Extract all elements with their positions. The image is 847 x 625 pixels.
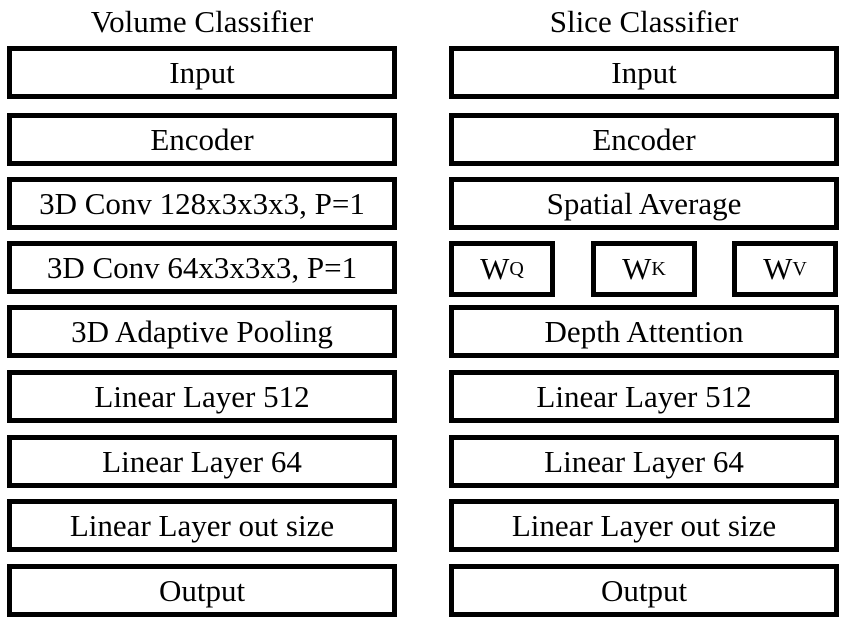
volume-linear-512-box: Linear Layer 512 [7, 370, 397, 423]
key-weight-symbol: W [622, 251, 652, 286]
volume-input-box: Input [7, 46, 397, 99]
volume-adaptive-pooling-box: 3D Adaptive Pooling [7, 305, 397, 358]
slice-encoder-box: Encoder [449, 113, 839, 166]
slice-depth-attention-box: Depth Attention [449, 305, 839, 358]
slice-spatial-average-box: Spatial Average [449, 177, 839, 230]
volume-classifier-title: Volume Classifier [90, 4, 314, 39]
query-weight-symbol: W [480, 251, 510, 286]
slice-linear-512-box: Linear Layer 512 [449, 370, 839, 423]
slice-input-box: Input [449, 46, 839, 99]
volume-encoder-box: Encoder [7, 113, 397, 166]
slice-linear-out-box: Linear Layer out size [449, 499, 839, 552]
slice-output-box: Output [449, 564, 839, 617]
volume-linear-out-box: Linear Layer out size [7, 499, 397, 552]
slice-linear-64-box: Linear Layer 64 [449, 435, 839, 488]
volume-conv128-box: 3D Conv 128x3x3x3, P=1 [7, 177, 397, 230]
value-weight-symbol: W [763, 251, 793, 286]
slice-classifier-title: Slice Classifier [549, 4, 739, 39]
volume-conv64-box: 3D Conv 64x3x3x3, P=1 [7, 241, 397, 294]
volume-output-box: Output [7, 564, 397, 617]
volume-linear-64-box: Linear Layer 64 [7, 435, 397, 488]
